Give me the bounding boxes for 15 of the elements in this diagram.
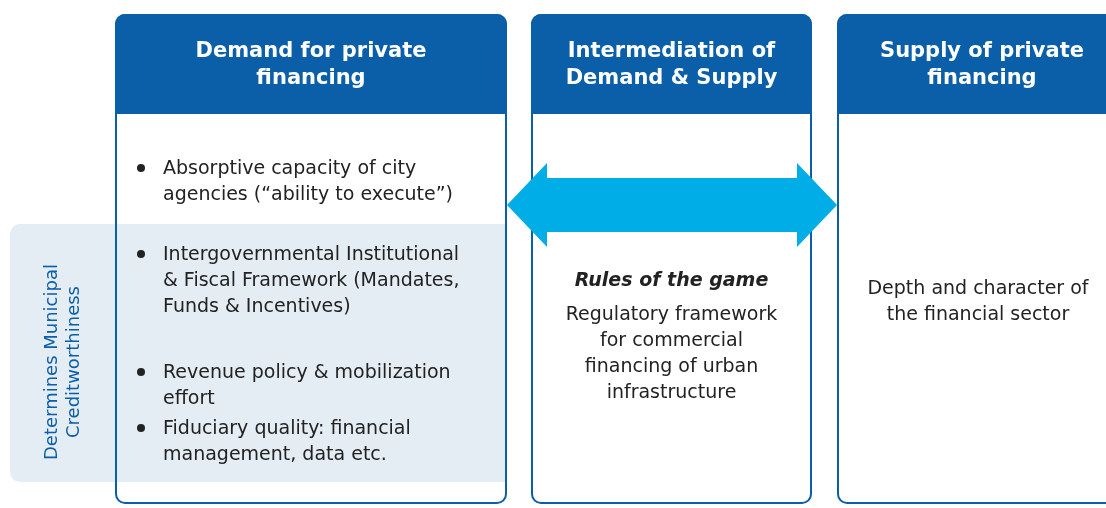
double-arrow: [507, 163, 837, 247]
bullet-item: Absorptive capacity of city agencies (“ability to execute”): [163, 154, 463, 206]
band-background: [10, 224, 116, 482]
bullet-item: Intergovernmental Institutional & Fiscal Framework (Mandates, Funds & Incentives): [163, 240, 463, 318]
subheading: Rules of the game: [573, 267, 770, 292]
column-header: Demand for private financing: [115, 14, 507, 114]
vertical-label: Determines Municipal Creditworthiness: [40, 263, 84, 462]
column-header: Intermediation of Demand & Supply: [531, 14, 812, 114]
bullet-item: Fiduciary quality: financial management, data etc.: [163, 414, 463, 466]
column-panel: [837, 14, 1106, 504]
column-panel: [115, 14, 507, 504]
body-text: Depth and character of the financial sector: [866, 275, 1090, 326]
bullet-item: Revenue policy & mobilization effort: [163, 358, 463, 410]
body-text: Regulatory framework for commercial financing of urban infrastructure: [564, 301, 779, 404]
column-header: Supply of private financing: [837, 14, 1106, 114]
